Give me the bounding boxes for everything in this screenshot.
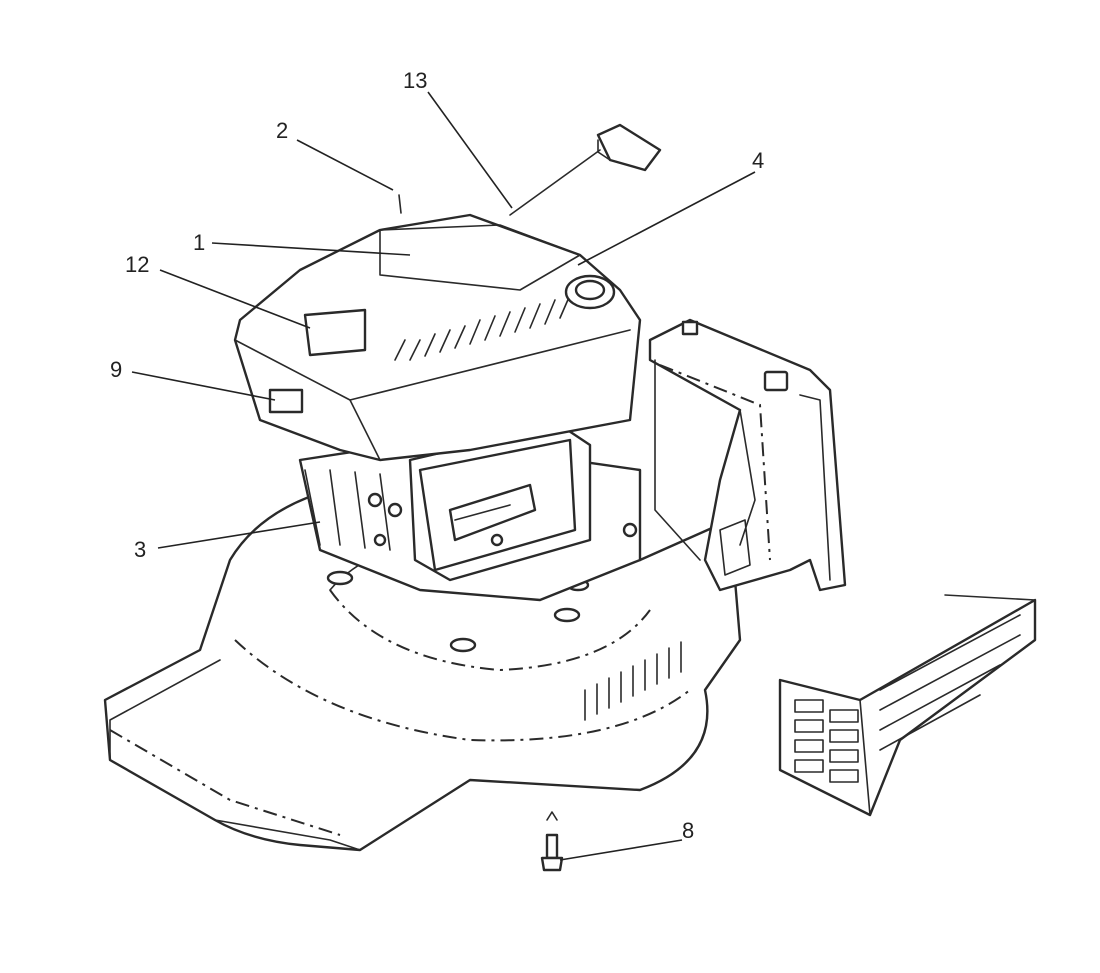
leader-3	[157, 521, 321, 549]
callout-1: 1	[193, 230, 205, 255]
callout-13: 13	[403, 68, 427, 93]
callout-8: 8	[682, 818, 694, 843]
leader-2	[296, 139, 394, 191]
starter-handle	[509, 123, 662, 216]
callout-4: 4	[752, 148, 764, 173]
callout-3: 3	[134, 537, 146, 562]
small-pin	[398, 194, 402, 214]
callout-12: 12	[125, 252, 149, 277]
rear-frame	[648, 318, 847, 592]
leader-8	[559, 839, 683, 861]
leader-1	[211, 242, 411, 256]
callout-9: 9	[110, 357, 122, 382]
callouts: 13 2 4 1 12 9 3 8	[110, 68, 764, 843]
leader-9	[131, 371, 276, 401]
leader-lines	[131, 91, 756, 861]
engine-cover	[233, 213, 642, 462]
screw	[540, 811, 564, 872]
leader-12	[159, 269, 311, 329]
callout-2: 2	[276, 118, 288, 143]
leader-13	[427, 91, 513, 209]
air-filter	[408, 423, 592, 582]
leader-4	[577, 171, 756, 266]
grass-catcher	[778, 594, 1037, 817]
